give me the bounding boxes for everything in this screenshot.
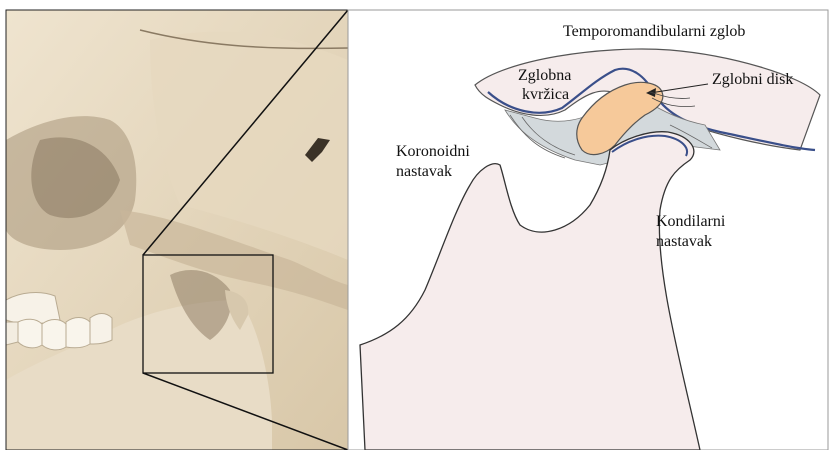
zglobna-label-line1: Zglobna: [518, 66, 571, 85]
kondilarni-label-line2: nastavak: [656, 232, 712, 251]
kondilarni-label-line1: Kondilarni: [656, 212, 725, 231]
koronoidni-label-line1: Koronoidni: [396, 142, 470, 161]
koronoidni-label-line2: nastavak: [396, 162, 452, 181]
skull-photo: [6, 10, 348, 450]
zglobna-label-line2: kvržica: [522, 85, 569, 104]
title-label: Temporomandibularni zglob: [563, 22, 745, 41]
disk-label: Zglobni disk: [712, 70, 793, 89]
